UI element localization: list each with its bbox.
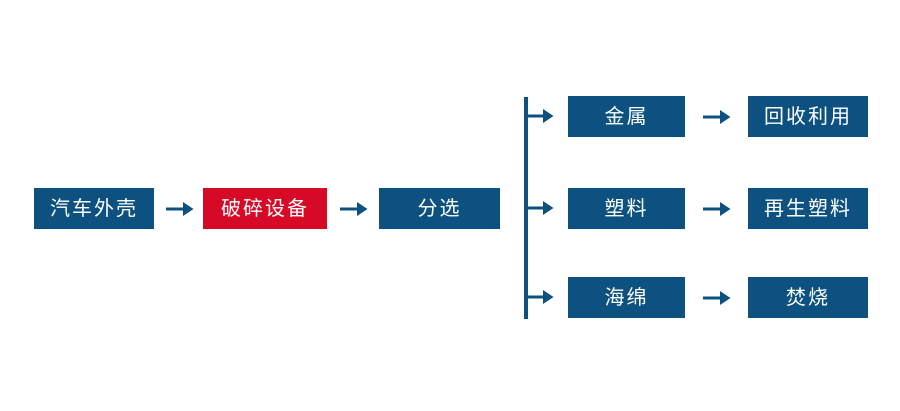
node-plastic-label: 塑料: [604, 197, 649, 220]
arrow-metal-to-recycle: [703, 105, 731, 129]
node-metal[interactable]: 金属: [568, 96, 685, 137]
arrow-input-to-crusher: [166, 197, 194, 221]
node-regenerated-plastic[interactable]: 再生塑料: [748, 188, 868, 229]
node-sorting-label: 分选: [417, 197, 462, 220]
node-recycle-reuse[interactable]: 回收利用: [748, 96, 868, 137]
arrow-sponge-to-incineration: [703, 286, 731, 310]
node-recycle-reuse-label: 回收利用: [764, 105, 852, 128]
node-sorting[interactable]: 分选: [379, 188, 500, 229]
node-sponge[interactable]: 海绵: [568, 277, 685, 318]
arrow-plastic-to-regenerated: [703, 197, 731, 221]
branch-arrow-to-plastic: [526, 196, 554, 220]
node-sponge-label: 海绵: [604, 286, 649, 309]
node-crushing-equipment-label: 破碎设备: [221, 197, 309, 220]
node-incineration[interactable]: 焚烧: [748, 277, 868, 318]
node-input-car-shell-label: 汽车外壳: [50, 197, 138, 220]
node-input-car-shell[interactable]: 汽车外壳: [34, 188, 154, 229]
node-incineration-label: 焚烧: [786, 286, 830, 309]
node-metal-label: 金属: [604, 105, 649, 128]
node-plastic[interactable]: 塑料: [568, 188, 685, 229]
branch-arrow-to-sponge: [526, 285, 554, 309]
branch-arrow-to-metal: [526, 104, 554, 128]
arrow-crusher-to-sorting: [340, 197, 368, 221]
node-regenerated-plastic-label: 再生塑料: [764, 197, 852, 220]
node-crushing-equipment[interactable]: 破碎设备: [203, 188, 327, 229]
